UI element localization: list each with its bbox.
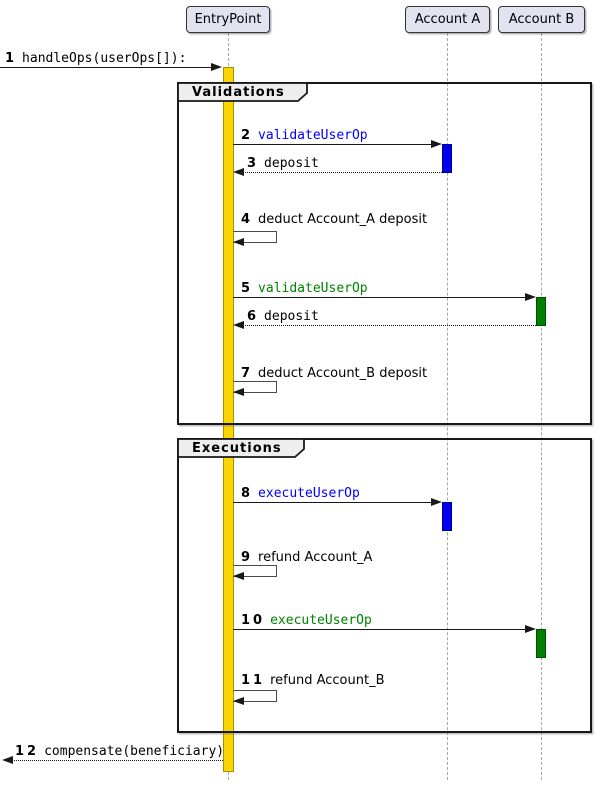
- participant-account-a: Account A: [405, 6, 490, 33]
- message-2-arrowhead: [431, 140, 442, 148]
- activation-account-a-validate: [442, 144, 452, 173]
- message-1-line: [0, 67, 213, 68]
- frame-executions-tab: [177, 438, 305, 458]
- message-10-line: [233, 629, 527, 630]
- lifeline-account-a: [447, 33, 448, 780]
- message-4-arrowhead: [233, 238, 244, 246]
- message-3-line: [240, 172, 442, 173]
- message-5-arrowhead: [525, 293, 536, 301]
- message-5-line: [233, 297, 527, 298]
- participant-entrypoint-label: EntryPoint: [194, 12, 262, 27]
- message-6-line: [240, 325, 536, 326]
- activation-account-b-validate: [536, 297, 546, 326]
- frame-validations-tab: [177, 82, 308, 102]
- participant-entrypoint: EntryPoint: [186, 6, 270, 33]
- message-4-self-loop: [233, 231, 277, 243]
- lifeline-account-b: [541, 33, 542, 780]
- participant-account-a-label: Account A: [414, 12, 481, 27]
- message-11-arrowhead: [233, 697, 244, 705]
- message-11-self-loop: [233, 690, 277, 702]
- message-12-arrowhead: [2, 756, 13, 764]
- frame-validations-label: Validations: [192, 85, 285, 100]
- message-1-arrowhead: [211, 63, 222, 71]
- participant-account-b: Account B: [498, 6, 585, 33]
- message-10-arrowhead: [525, 625, 536, 633]
- message-9-self-loop: [233, 565, 277, 577]
- activation-account-b-execute: [536, 629, 546, 658]
- message-2-line: [233, 144, 433, 145]
- message-9-arrowhead: [233, 572, 244, 580]
- message-8-line: [233, 502, 433, 503]
- message-12-line: [10, 760, 223, 761]
- frame-validations: [177, 82, 592, 425]
- participant-account-b-label: Account B: [508, 12, 575, 27]
- activation-account-a-execute: [442, 502, 452, 531]
- frame-executions-label: Executions: [192, 441, 282, 456]
- message-8-arrowhead: [431, 498, 442, 506]
- message-7-self-loop: [233, 381, 277, 393]
- message-7-arrowhead: [233, 388, 244, 396]
- message-6-arrowhead: [233, 321, 244, 329]
- activation-entrypoint: [223, 67, 234, 772]
- message-3-arrowhead: [233, 168, 244, 176]
- frame-executions: [177, 438, 592, 733]
